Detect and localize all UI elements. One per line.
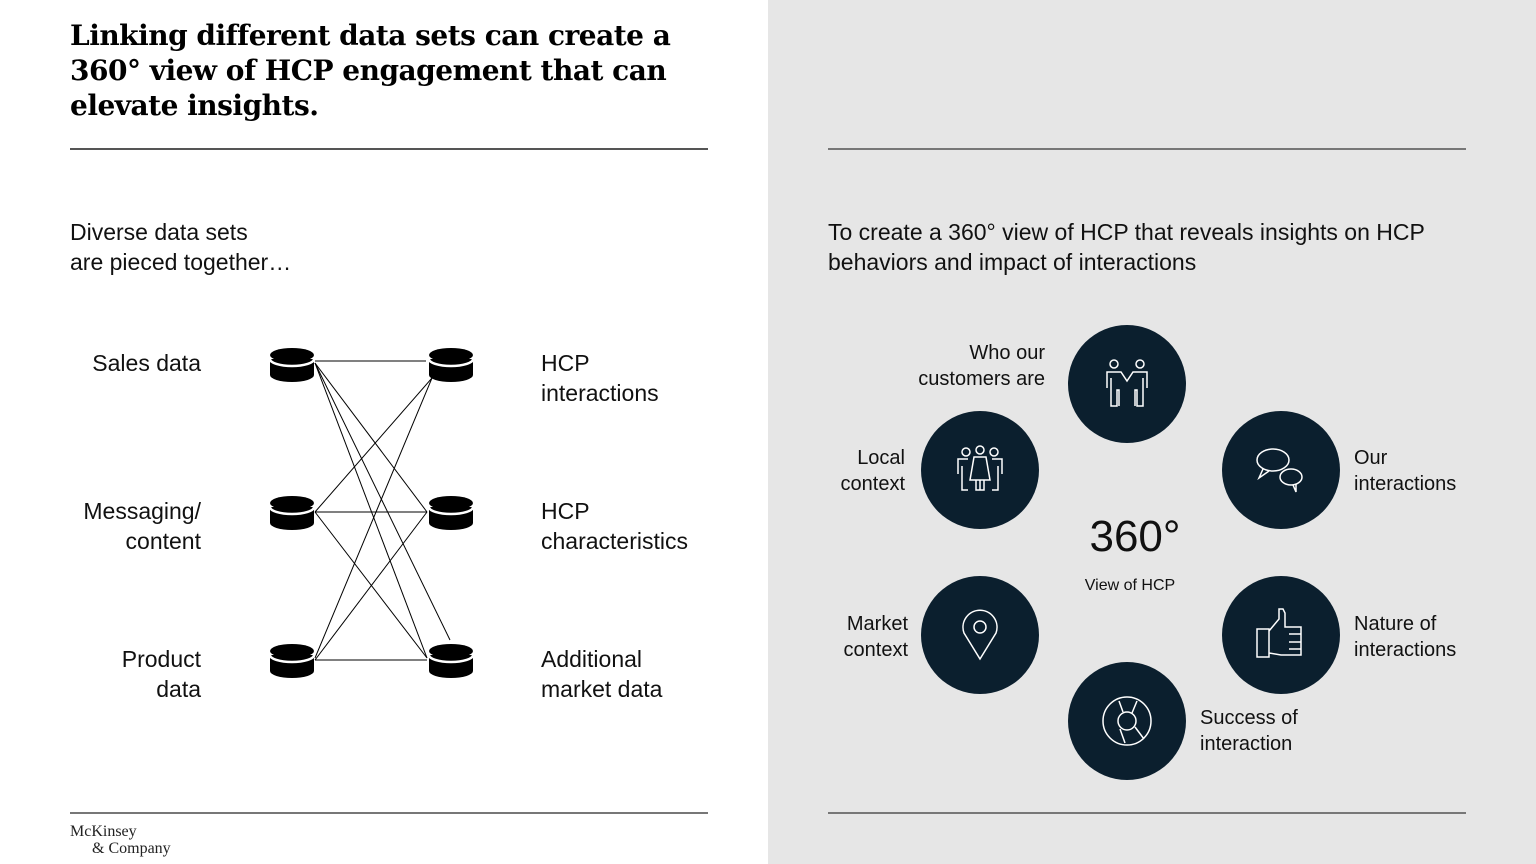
label-line: data: [156, 676, 201, 702]
thumbs-up-icon: [1222, 576, 1340, 694]
target-label-characteristics: HCP characteristics: [541, 496, 688, 556]
label-line: content: [125, 528, 201, 554]
label-line: market data: [541, 676, 663, 702]
right-subtitle: To create a 360° view of HCP that reveal…: [828, 217, 1425, 277]
label-line: Sales data: [92, 350, 201, 376]
subtitle-line: are pieced together…: [70, 249, 292, 275]
label-line: interactions: [1354, 639, 1457, 661]
node-label-our-interactions: Our interactions: [1354, 445, 1456, 497]
target-label-market: Additional market data: [541, 644, 662, 704]
label-line: Our: [1354, 447, 1388, 469]
connector-line: [314, 377, 433, 513]
source-label-product: Product data: [40, 644, 201, 704]
connector-line: [314, 362, 428, 659]
node-label-local: Local context: [800, 445, 905, 497]
label-line: Product: [121, 646, 201, 672]
database-icon: [268, 494, 316, 532]
database-icon: [268, 642, 316, 680]
divider: [828, 812, 1466, 814]
connector-line: [314, 362, 451, 641]
page-title: Linking different data sets can create a…: [70, 19, 671, 122]
lifebuoy-icon: [1068, 662, 1186, 780]
connector-line: [314, 362, 428, 513]
subtitle-line: To create a 360° view of HCP that reveal…: [828, 219, 1425, 245]
chat-bubbles-icon: [1222, 411, 1340, 529]
connector-line: [314, 511, 428, 659]
divider: [70, 812, 708, 814]
source-label-sales: Sales data: [40, 348, 201, 378]
database-icon: [268, 346, 316, 384]
subtitle-line: behaviors and impact of interactions: [828, 249, 1197, 275]
label-line: Who our: [969, 342, 1045, 364]
label-line: customers are: [918, 368, 1045, 390]
label-line: interactions: [541, 380, 659, 406]
location-pin-icon: [921, 576, 1039, 694]
node-label-nature: Nature of interactions: [1354, 611, 1456, 663]
node-label-who: Who our customers are: [880, 340, 1045, 392]
label-line: characteristics: [541, 528, 688, 554]
center-label: View of HCP: [1084, 577, 1176, 594]
connector-line: [314, 377, 433, 659]
label-line: Messaging/: [83, 498, 201, 524]
label-line: context: [843, 639, 908, 661]
label-line: Nature of: [1354, 613, 1437, 635]
label-line: HCP: [541, 498, 590, 524]
center-value: 360°: [1089, 512, 1181, 561]
label-line: HCP: [541, 350, 590, 376]
logo-line: McKinsey: [70, 823, 137, 840]
label-line: interactions: [1354, 473, 1457, 495]
handshake-people-icon: [1068, 325, 1186, 443]
label-line: Market: [846, 613, 908, 635]
divider: [828, 148, 1466, 150]
target-label-interactions: HCP interactions: [541, 348, 659, 408]
database-icon: [427, 494, 475, 532]
divider: [70, 148, 708, 150]
connector-line: [314, 511, 428, 661]
mckinsey-logo: McKinsey & Company: [70, 823, 171, 857]
label-line: context: [840, 473, 905, 495]
node-label-success: Success of interaction: [1200, 705, 1298, 757]
left-subtitle: Diverse data sets are pieced together…: [70, 217, 291, 277]
group-icon: [921, 411, 1039, 529]
label-line: Local: [857, 447, 905, 469]
label-line: Additional: [541, 646, 643, 672]
database-icon: [427, 642, 475, 680]
database-icon: [427, 346, 475, 384]
label-line: interaction: [1200, 733, 1293, 755]
subtitle-line: Diverse data sets: [70, 219, 248, 245]
node-label-market: Market context: [800, 611, 908, 663]
label-line: Success of: [1200, 707, 1298, 729]
logo-line: & Company: [92, 840, 171, 857]
source-label-messaging: Messaging/content: [40, 496, 201, 556]
